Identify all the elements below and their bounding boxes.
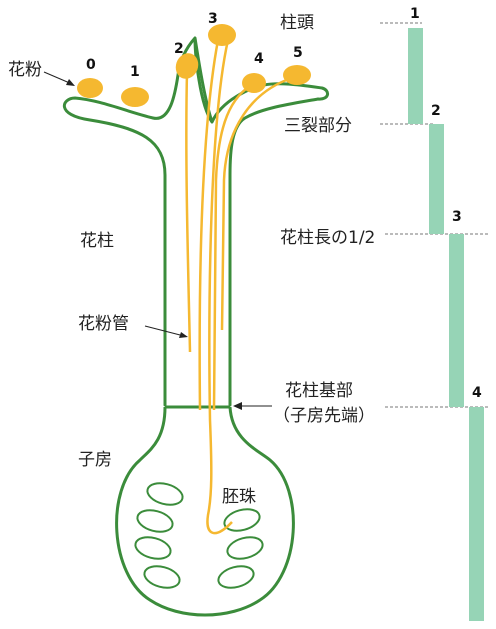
style-label: 花柱 <box>80 233 114 250</box>
stage-number-1: 1 <box>410 7 420 21</box>
stage-bar-4 <box>469 407 484 621</box>
ovule <box>225 534 265 563</box>
stigma-label: 柱頭 <box>280 15 314 32</box>
pollen-number-3: 3 <box>208 12 218 26</box>
ovule <box>222 506 262 535</box>
ovule <box>133 534 173 563</box>
stage-bar-3 <box>449 234 464 407</box>
stage-bar-1 <box>408 28 423 124</box>
stage-number-2: 2 <box>431 104 441 118</box>
ovary-tip-label: （子房先端） <box>273 408 375 425</box>
pollen-grain-1 <box>121 87 149 107</box>
trifid-label: 三裂部分 <box>284 118 352 135</box>
style-base-label: 花柱基部 <box>285 383 353 400</box>
pollen-number-5: 5 <box>293 46 303 60</box>
pollen-tube-arrowhead <box>179 332 188 338</box>
pollen-number-0: 0 <box>86 58 96 72</box>
stage-number-3: 3 <box>452 210 462 224</box>
pollen-tube-label: 花粉管 <box>78 316 129 333</box>
ovule <box>142 563 182 592</box>
half-style-label: 花柱長の1/2 <box>280 230 375 247</box>
pollen-tube-2 <box>186 72 190 352</box>
pollen-grain-4 <box>242 73 266 93</box>
pollen-arrowhead <box>66 79 75 86</box>
pollen-grain-5 <box>283 65 311 85</box>
ovule <box>145 480 185 509</box>
style-base-arrowhead <box>233 402 242 410</box>
pollen-number-4: 4 <box>254 52 264 66</box>
stage-number-4: 4 <box>472 386 482 400</box>
ovule <box>216 563 256 592</box>
ovule <box>135 507 175 536</box>
ovule-label: 胚珠 <box>222 489 256 506</box>
pistil-outline <box>64 38 327 405</box>
pollen-number-2: 2 <box>174 42 184 56</box>
pollen-tube-4b <box>222 78 292 330</box>
pollen-grain-0 <box>77 78 103 98</box>
ovary-label: 子房 <box>78 452 112 469</box>
pollen-grain-3 <box>208 24 236 46</box>
stage-bar-2 <box>429 124 444 234</box>
pollen-label: 花粉 <box>8 62 42 79</box>
pollen-number-1: 1 <box>130 65 140 79</box>
pollen-tube-4a <box>214 80 262 410</box>
